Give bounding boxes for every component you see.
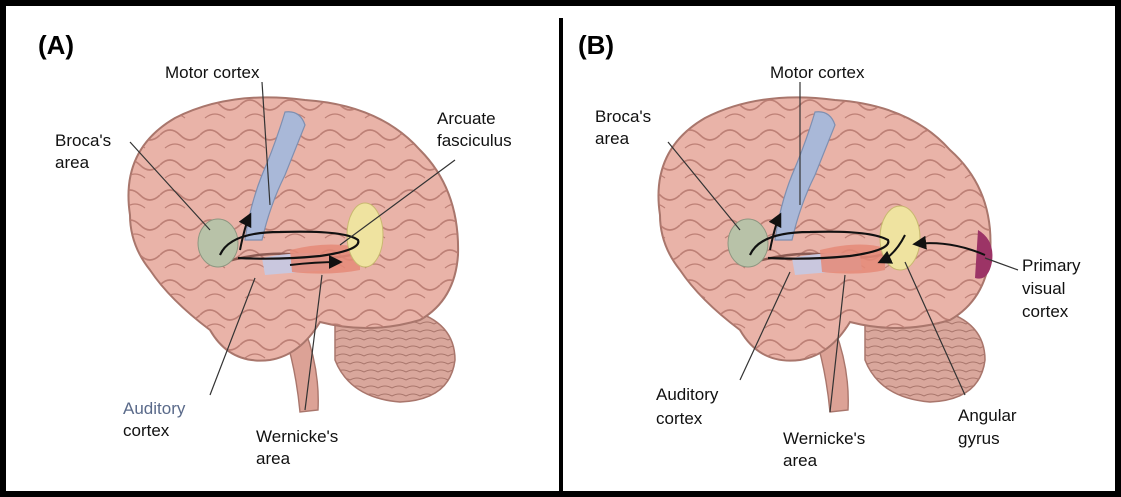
label-wernicke-a-1: Wernicke's [256, 426, 338, 448]
label-broca-b-1: Broca's [595, 106, 651, 128]
label-angular-b-2: gyrus [958, 428, 1000, 450]
label-broca-a-1: Broca's [55, 130, 111, 152]
label-auditory-b-1: Auditory [656, 384, 718, 406]
brain-b [658, 97, 992, 412]
broca-area-b [728, 219, 768, 267]
panel-b-tag: (B) [578, 30, 614, 61]
label-auditory-a-2: cortex [123, 420, 169, 442]
label-visual-b-2: visual [1022, 278, 1065, 300]
label-wernicke-a-2: area [256, 448, 290, 470]
angular-region-a [347, 203, 383, 267]
label-wernicke-b-1: Wernicke's [783, 428, 865, 450]
label-motor-cortex-b: Motor cortex [770, 62, 864, 84]
label-angular-b-1: Angular [958, 405, 1017, 427]
label-wernicke-b-2: area [783, 450, 817, 472]
wernicke-area-b [820, 244, 885, 273]
label-broca-b-2: area [595, 128, 629, 150]
panel-a-tag: (A) [38, 30, 74, 61]
label-auditory-a-1: Auditory [123, 398, 185, 420]
label-broca-a-2: area [55, 152, 89, 174]
label-auditory-b-2: cortex [656, 408, 702, 430]
label-arcuate-a-2: fasciculus [437, 130, 512, 152]
broca-area-a [198, 219, 238, 267]
brain-a [128, 97, 458, 412]
label-visual-b-1: Primary [1022, 255, 1081, 277]
label-motor-cortex-a: Motor cortex [165, 62, 259, 84]
label-visual-b-3: cortex [1022, 301, 1068, 323]
label-arcuate-a-1: Arcuate [437, 108, 496, 130]
